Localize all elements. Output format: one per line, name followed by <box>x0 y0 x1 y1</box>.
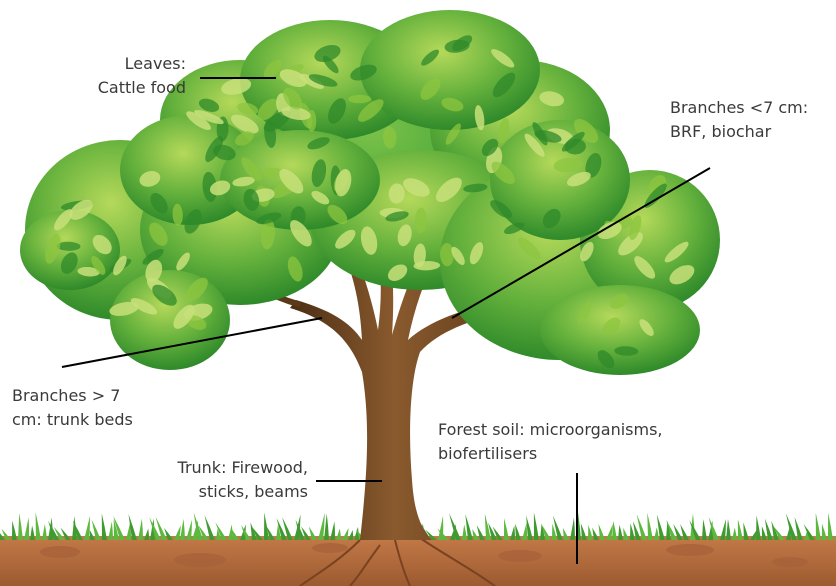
grass-blade <box>647 513 653 540</box>
grass-blade <box>336 529 341 540</box>
grass-blade <box>762 526 767 540</box>
grass-blade <box>180 519 185 540</box>
grass-blade <box>186 520 192 540</box>
grass-blade <box>822 523 827 540</box>
soil <box>0 536 836 586</box>
trunk-label-line1: Trunk: Firewood, <box>130 456 308 480</box>
grass-blade <box>102 513 107 540</box>
grass-blade <box>42 524 47 540</box>
grass-blade <box>618 525 623 540</box>
grass-blade <box>732 528 737 540</box>
grass-blade <box>522 523 527 540</box>
grass-blade <box>144 528 149 540</box>
trunk-label-line2: sticks, beams <box>130 480 308 504</box>
grass-blade <box>138 518 143 540</box>
big-branches-label: Branches > 7 cm: trunk beds <box>12 384 133 432</box>
grass-blade <box>743 522 749 540</box>
grass-blade <box>623 528 629 540</box>
grass-blade <box>84 516 90 540</box>
grass-blade <box>588 525 593 540</box>
leaves-label: Leaves: Cattle food <box>86 52 186 100</box>
trunk-label: Trunk: Firewood, sticks, beams <box>130 456 308 504</box>
grass-blade <box>12 521 17 540</box>
grass-blade <box>330 521 335 540</box>
small-branches-label-line2: BRF, biochar <box>670 120 808 144</box>
grass-blade <box>24 517 29 540</box>
leaf-cluster <box>360 10 540 130</box>
soil-label: Forest soil: microorganisms, biofertilis… <box>438 418 663 466</box>
grass-blade <box>36 512 41 540</box>
grass-blade <box>30 526 35 540</box>
grass-blade <box>515 524 521 540</box>
grass-blade <box>462 524 467 540</box>
grass-blade <box>510 526 515 540</box>
small-branches-label-line1: Branches <7 cm: <box>670 96 808 120</box>
grass-blade <box>720 519 726 540</box>
grass-blade <box>534 512 539 540</box>
leaves-label-line2: Cattle food <box>86 76 186 100</box>
grass-blade <box>816 513 821 540</box>
grass-blade <box>264 512 269 540</box>
grass-blade <box>18 513 23 540</box>
grass-blade <box>504 518 509 540</box>
leaves-label-line1: Leaves: <box>86 52 186 76</box>
grass-blade <box>108 522 113 540</box>
grass-blade <box>702 519 707 540</box>
big-branches-label-line2: cm: trunk beds <box>12 408 133 432</box>
grass-blade <box>318 513 325 540</box>
grass-blade <box>726 519 731 540</box>
grass-blade <box>612 521 617 540</box>
grass-blade <box>324 514 329 540</box>
grass-blade <box>756 515 761 540</box>
soil-label-line1: Forest soil: microorganisms, <box>438 418 663 442</box>
grass-blade <box>449 513 461 540</box>
small-branches-label: Branches <7 cm: BRF, biochar <box>670 96 808 144</box>
grass-blade <box>654 527 659 540</box>
big-branches-label-line1: Branches > 7 <box>12 384 133 408</box>
grass-blade <box>828 513 833 540</box>
grass-blade <box>738 519 743 540</box>
grass-blade <box>570 517 575 540</box>
soil-label-line2: biofertilisers <box>438 442 663 466</box>
grass-blade <box>348 530 353 540</box>
